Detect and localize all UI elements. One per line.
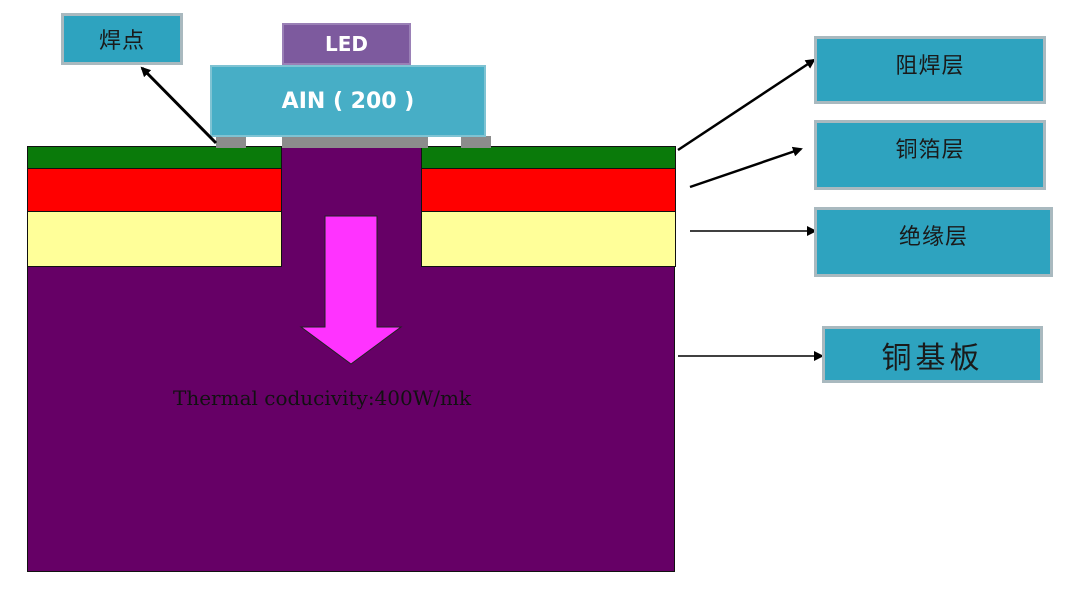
- copper-foil-pointer: [689, 146, 803, 189]
- solder-mask-label-box: 阻焊层: [814, 36, 1046, 104]
- solder-joint-label-box: 焊点: [61, 13, 183, 65]
- aln-label: AIN ( 200 ): [281, 88, 415, 114]
- solder-mask-pointer: [677, 58, 816, 152]
- solder-pad-right: [461, 136, 491, 148]
- solder-joint-label: 焊点: [98, 29, 145, 54]
- solder-pad-center: [282, 136, 428, 148]
- insulation-layer-left: [27, 211, 282, 267]
- copper-substrate-label-box: 铜基板: [822, 326, 1043, 383]
- insulation-label: 绝缘层: [898, 225, 968, 250]
- aln-block: AIN ( 200 ): [210, 65, 486, 137]
- solder-pad-left: [216, 136, 246, 148]
- insulation-layer-right: [421, 211, 676, 267]
- copper-foil-label-box: 铜箔层: [814, 120, 1046, 190]
- solder-joint-pointer: [140, 66, 218, 145]
- led-label: LED: [324, 32, 368, 56]
- solder-mask-label: 阻焊层: [895, 54, 965, 79]
- insulation-label-box: 绝缘层: [814, 207, 1053, 277]
- heat-flow-arrow: [299, 215, 403, 365]
- copper-substrate-label: 铜基板: [881, 340, 984, 376]
- thermal-conductivity-note: Thermal coducivity:400W/mk: [173, 386, 472, 410]
- led-chip: LED: [282, 23, 411, 65]
- copper-foil-label: 铜箔层: [895, 138, 965, 163]
